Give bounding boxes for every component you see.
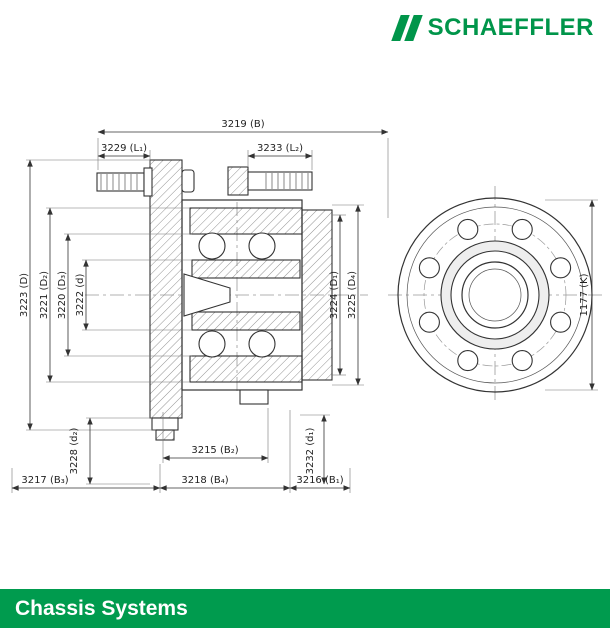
footer-bar: Chassis Systems (0, 589, 610, 628)
dim-d-small: 3222 (d) (75, 259, 192, 331)
dim-label-d1-upper: 3224 (D₁) (329, 271, 340, 319)
bolt-hole (418, 257, 440, 279)
stud-thread-right (265, 173, 309, 189)
dim-l1: 3229 (L₁) (97, 143, 151, 166)
bolt-hole (457, 218, 479, 240)
dim-label-d3: 3220 (D₃) (57, 271, 68, 319)
flange-plate (149, 159, 183, 419)
bolt-hole (511, 350, 533, 372)
dim-d2-upper: 3221 (D₂) (39, 207, 190, 383)
dim-label-b: 3219 (B) (221, 119, 264, 130)
hub-pilot-inner (450, 250, 540, 340)
stud-head (181, 169, 195, 193)
dim-d1-lower: 3232 (d₁) (300, 414, 330, 485)
dim-label-d2-upper: 3221 (D₂) (39, 271, 50, 319)
center-bore (461, 261, 529, 329)
cross-section-view (85, 159, 368, 441)
dim-l2: 3233 (L₂) (247, 143, 313, 170)
dim-label-k: 1177 (K) (579, 273, 590, 316)
bolt-pitch-circle (423, 223, 567, 367)
dim-d4: 3225 (D₄) (332, 204, 364, 386)
outer-ring-top (189, 207, 303, 235)
dim-label-b2: 3215 (B₂) (191, 445, 238, 456)
dim-label-d-small: 3222 (d) (75, 274, 86, 317)
footer-title: Chassis Systems (15, 596, 188, 620)
dim-d1-upper: 3224 (D₁) (329, 214, 346, 376)
dim-label-l1: 3229 (L₁) (101, 143, 147, 154)
dimensions: 3219 (B) 3229 (L₁) 3233 (L₂) 3223 (D) (11, 119, 598, 493)
bolt-hole (511, 218, 533, 240)
bolt-hole (550, 311, 572, 333)
schaeffler-logo: SCHAEFFLER (390, 14, 594, 42)
axle-cone (183, 273, 231, 317)
inner-ring-top (191, 259, 301, 279)
schaeffler-logo-icon (390, 15, 423, 41)
abs-ring (239, 389, 269, 405)
dim-d3: 3220 (D₃) (57, 233, 192, 357)
cv-bell (301, 209, 333, 381)
bolt-hole (550, 257, 572, 279)
wheel-stud-right (247, 171, 313, 191)
flange-inner-rim (406, 206, 584, 384)
dim-label-b4: 3218 (B₄) (181, 475, 228, 486)
brand-wordmark: SCHAEFFLER (427, 14, 594, 41)
dim-label-d2-lower: 3228 (d₂) (69, 428, 80, 475)
dim-label-l2: 3233 (L₂) (257, 143, 303, 154)
technical-drawing: 3219 (B) 3229 (L₁) 3233 (L₂) 3223 (D) (11, 119, 604, 493)
outer-ring-bottom (189, 355, 303, 383)
header: SCHAEFFLER (0, 0, 610, 60)
dim-bottom-chain: 3217 (B₃) 3218 (B₄) 3216 (B₁) (11, 410, 351, 493)
dim-d2-lower: 3228 (d₂) (69, 417, 152, 485)
inner-ring-bottom (191, 311, 301, 331)
stud-collar (143, 167, 153, 197)
dim-label-b3: 3217 (B₃) (21, 475, 68, 486)
flange-step-small (155, 429, 175, 441)
dim-label-d1-lower: 3232 (d₁) (305, 428, 316, 475)
bolt-hole (418, 311, 440, 333)
dim-label-d: 3223 (D) (19, 273, 30, 317)
bearing-ball (198, 330, 226, 358)
bearing-ball (198, 232, 226, 260)
dim-b2: 3215 (B₂) (162, 408, 269, 463)
dim-label-b1: 3216 (B₁) (296, 475, 343, 486)
flange-step (151, 417, 179, 431)
dim-label-d4: 3225 (D₄) (347, 271, 358, 319)
stud-thread-left (100, 174, 138, 190)
dim-k: 1177 (K) (545, 199, 598, 391)
bolt-hole (457, 350, 479, 372)
bearing-ball (248, 232, 276, 260)
center-bore-inner (468, 268, 522, 322)
front-view (388, 186, 604, 404)
bearing-ball (248, 330, 276, 358)
stud-nut (227, 166, 249, 196)
